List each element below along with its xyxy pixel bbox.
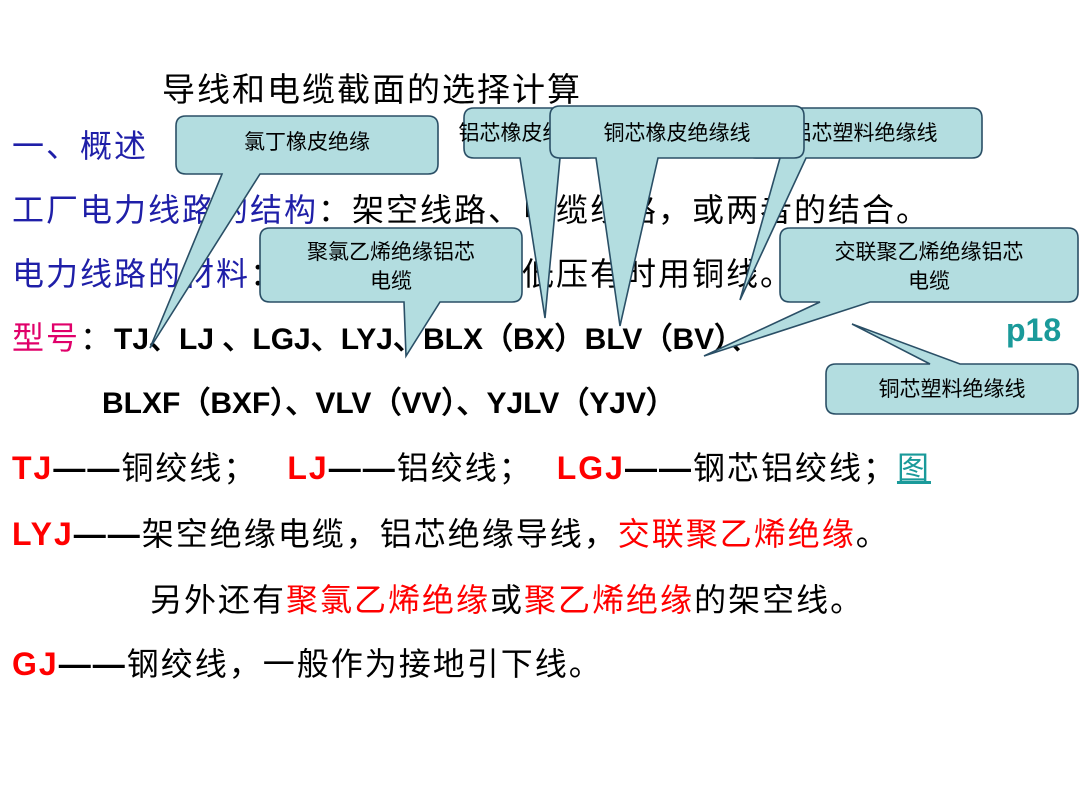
callout-al-plastic-text: 铝芯塑料绝缘线 — [791, 121, 938, 145]
line-structure-sep: ： — [318, 191, 353, 229]
lyj-dash: —— — [73, 516, 142, 552]
also-or: 或 — [490, 581, 525, 619]
callout-xlpe-al-text-1: 交联聚乙烯绝缘铝芯 — [835, 240, 1024, 264]
tj-text: 铜绞线； — [121, 449, 258, 487]
callout-cu-rubber-text: 铜芯橡皮绝缘线 — [604, 121, 751, 145]
model-row-1: 型号：TJ、LJ 、LGJ、LYJ、BLX（BX）BLV（BV）、 — [12, 318, 759, 360]
figure-link[interactable]: 图 — [896, 449, 931, 487]
lyj-highlight: 交联聚乙烯绝缘 — [617, 515, 856, 553]
also-highlight-1: 聚氯乙烯绝缘 — [286, 581, 491, 619]
lgj-code: LGJ — [556, 450, 625, 486]
callout-chloroprene: 氯丁橡皮绝缘 — [149, 115, 439, 349]
callout-pvc-al-text-1: 聚氯乙烯绝缘铝芯 — [307, 240, 475, 264]
also-prefix: 另外还有 — [150, 581, 287, 619]
lgj-text: 钢芯铝绞线； — [692, 449, 897, 487]
def-lyj: LYJ——架空绝缘电缆，铝芯绝缘导线，交联聚乙烯绝缘。 — [12, 514, 890, 554]
def-gj: GJ——钢绞线，一般作为接地引下线。 — [12, 644, 603, 684]
callout-chloroprene-text: 氯丁橡皮绝缘 — [244, 130, 370, 154]
callout-xlpe-al-text-2: 电缆 — [908, 269, 950, 293]
lj-code: LJ — [287, 450, 329, 486]
gj-code: GJ — [12, 646, 59, 682]
lyj-end: 。 — [855, 515, 890, 553]
line-structure-label: 工厂电力线路的结构 — [12, 191, 319, 229]
page-title: 导线和电缆截面的选择计算 — [162, 70, 582, 109]
def-tj-lj-lgj: TJ——铜绞线；LJ——铝绞线；LGJ——钢芯铝绞线；图 — [12, 448, 931, 488]
lj-text: 铝绞线； — [396, 449, 533, 487]
gj-text: 钢绞线，一般作为接地引下线。 — [126, 645, 603, 683]
also-highlight-2: 聚乙烯绝缘 — [524, 581, 695, 619]
lyj-code: LYJ — [12, 516, 74, 552]
section-heading: 一、概述 — [12, 127, 149, 165]
line-material-label: 电力线路的材料 — [12, 255, 251, 293]
callout-cu-rubber: 铜芯橡皮绝缘线 — [549, 105, 805, 327]
page-reference: p18 — [1006, 312, 1062, 348]
model-row-2: BLXF（BXF）、VLV（VV）、YJLV（YJV） — [102, 387, 676, 420]
lj-dash: —— — [328, 450, 397, 486]
model-codes-row-1: TJ、LJ 、LGJ、LYJ、BLX（BX）BLV（BV）、 — [114, 323, 760, 356]
gj-dash: —— — [58, 646, 127, 682]
lgj-dash: —— — [624, 450, 693, 486]
model-sep: ： — [80, 319, 115, 357]
callout-pvc-al-text-2: 电缆 — [370, 269, 412, 293]
callout-pvc-al: 聚氯乙烯绝缘铝芯 电缆 — [259, 227, 523, 359]
tj-dash: —— — [53, 450, 122, 486]
def-also: 另外还有聚氯乙烯绝缘或聚乙烯绝缘的架空线。 — [150, 580, 864, 620]
model-label: 型号 — [12, 319, 81, 357]
callout-xlpe-al: 交联聚乙烯绝缘铝芯 电缆 — [703, 227, 1079, 357]
callout-cu-plastic: 铜芯塑料绝缘线 — [825, 323, 1079, 415]
also-suffix: 的架空线。 — [694, 581, 865, 619]
callout-cu-plastic-text: 铜芯塑料绝缘线 — [879, 377, 1026, 401]
lyj-text: 架空绝缘电缆，铝芯绝缘导线， — [141, 515, 618, 553]
tj-code: TJ — [12, 450, 54, 486]
